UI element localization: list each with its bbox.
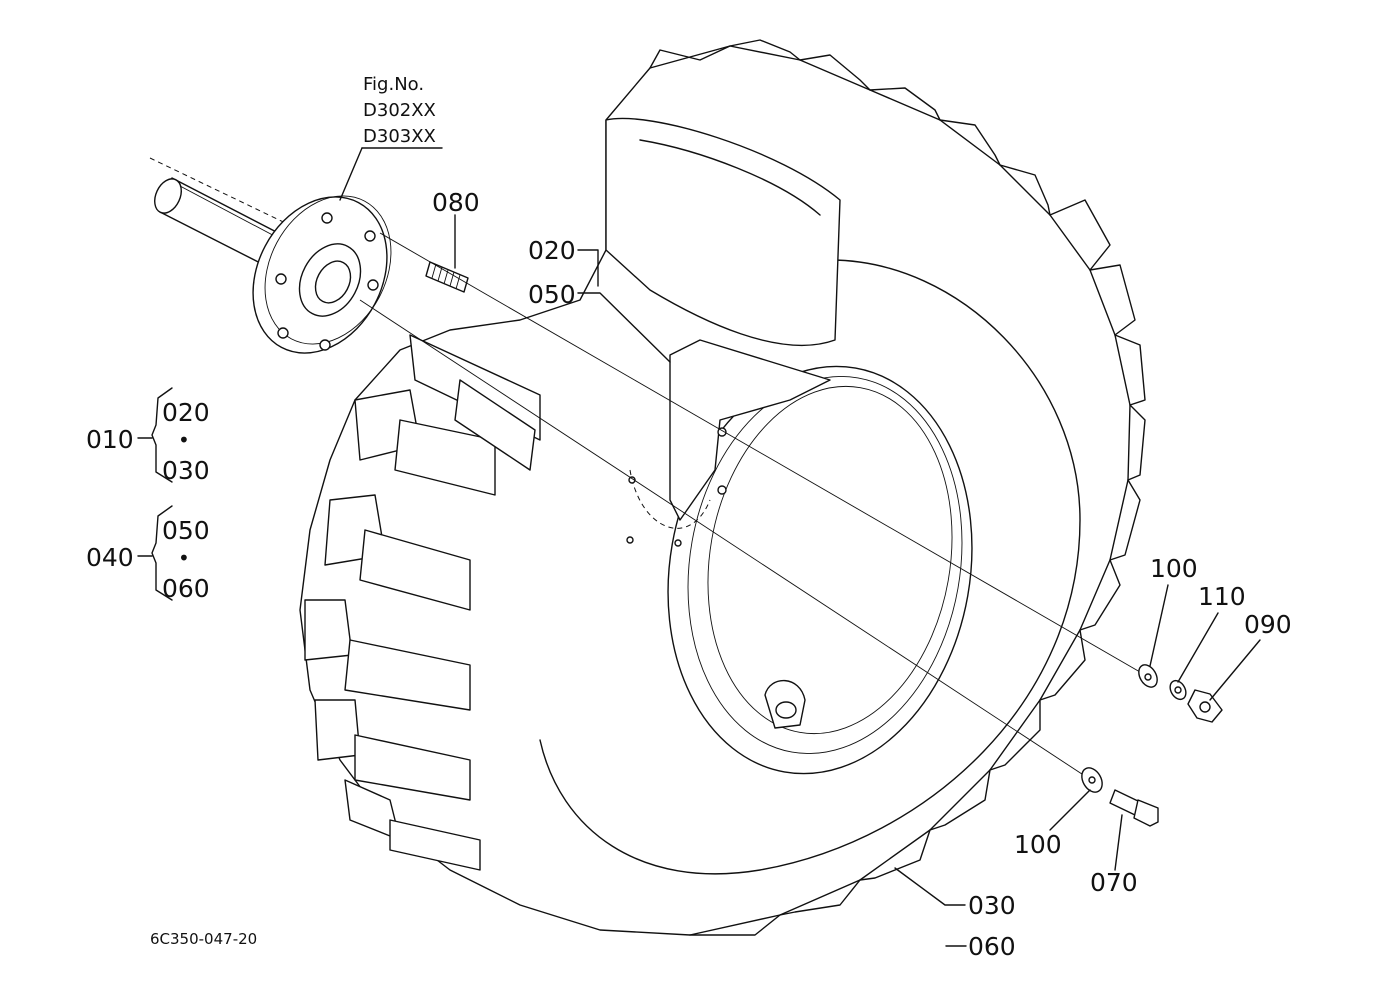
rim: [626, 339, 973, 775]
group-010-separator: •: [178, 428, 190, 452]
group-010-top: 020: [162, 398, 210, 427]
group-040-top: 050: [162, 516, 210, 545]
leader-lines: [137, 147, 1261, 947]
part-label-050: 050: [528, 280, 576, 309]
drawing-code: 6C350-047-20: [150, 930, 258, 948]
group-010-bottom: 030: [162, 456, 210, 485]
fastener-set-upper: [1138, 664, 1223, 723]
part-label-060: 060: [968, 932, 1016, 961]
tread-blocks: [304, 334, 541, 871]
part-label-080: 080: [432, 188, 480, 217]
fastener-set-lower: [1081, 767, 1159, 827]
part-label-020: 020: [528, 236, 576, 265]
part-label-030: 030: [968, 891, 1016, 920]
part-label-100-lower: 100: [1014, 830, 1062, 859]
part-label-110: 110: [1198, 582, 1246, 611]
stud-bolt: [425, 261, 469, 293]
group-040-id: 040: [86, 543, 134, 572]
part-label-070: 070: [1090, 868, 1138, 897]
group-040-separator: •: [178, 546, 190, 570]
figure-code-1: D302XX: [363, 100, 436, 121]
figure-code-2: D303XX: [363, 126, 436, 147]
part-label-100-upper: 100: [1150, 554, 1198, 583]
assembly-lines: [359, 232, 1141, 779]
figure-heading: Fig.No.: [363, 74, 425, 95]
group-040-bottom: 060: [162, 574, 210, 603]
hub-flange: [252, 195, 392, 354]
part-label-090: 090: [1244, 610, 1292, 639]
axle-shaft: [149, 157, 301, 271]
group-010-id: 010: [86, 425, 134, 454]
